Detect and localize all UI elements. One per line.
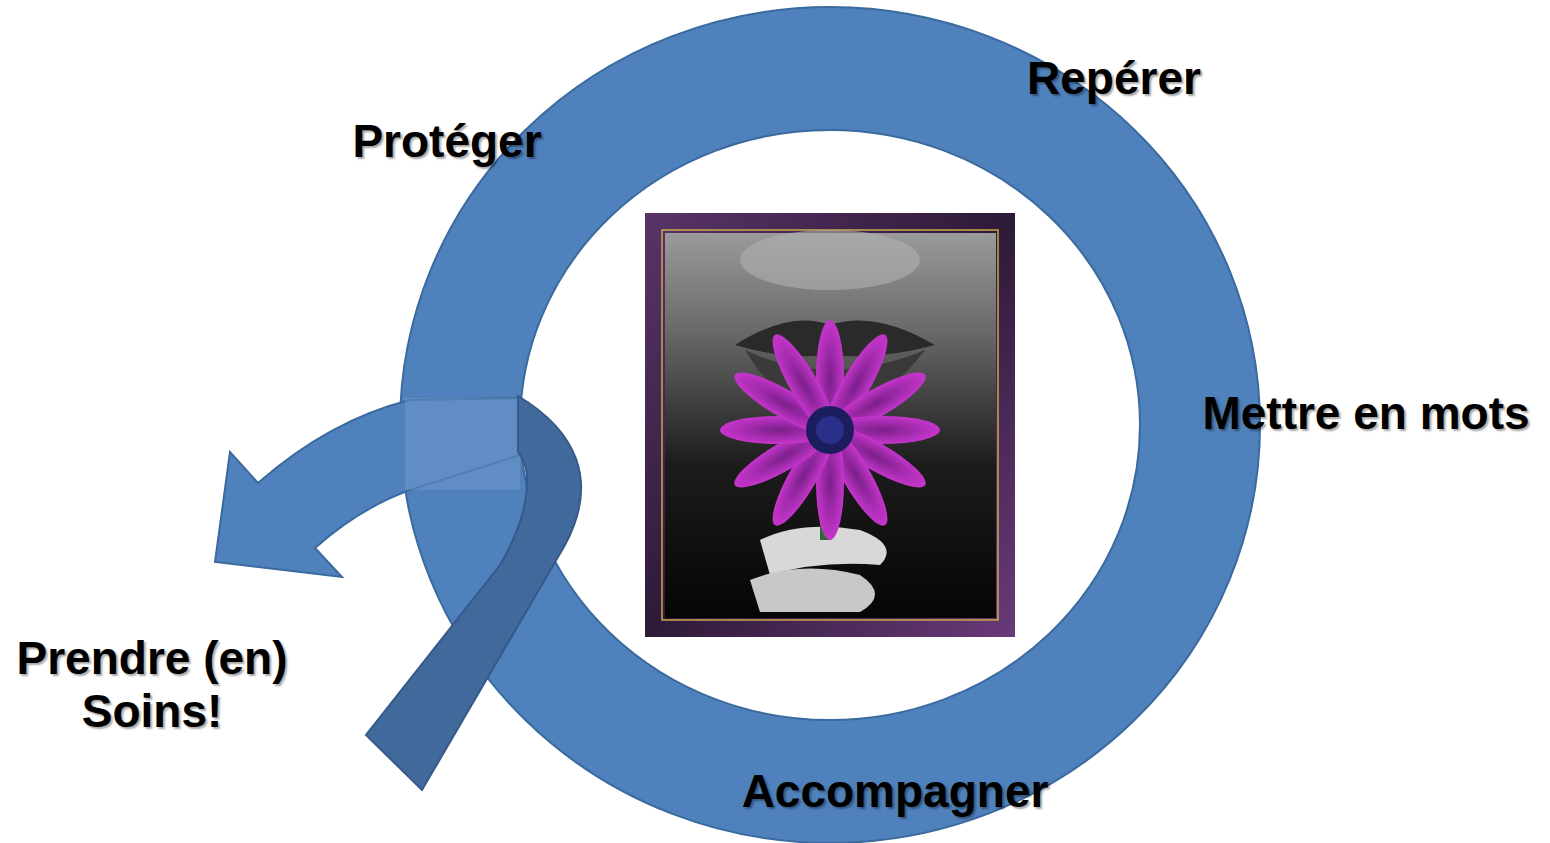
photo-frame <box>645 213 1015 637</box>
step-label: Mettre en mots <box>1202 387 1529 440</box>
step-label: Prendre (en) Soins! <box>4 632 300 738</box>
photo <box>665 230 996 618</box>
step-label: Repérer <box>1027 52 1201 105</box>
step-label: Accompagner <box>742 765 1049 818</box>
exit-arrow <box>215 398 520 577</box>
photo-inner-line <box>662 230 998 620</box>
step-label: Protéger <box>352 115 541 168</box>
arrow-overlap <box>405 398 520 490</box>
curl-band <box>366 396 581 790</box>
